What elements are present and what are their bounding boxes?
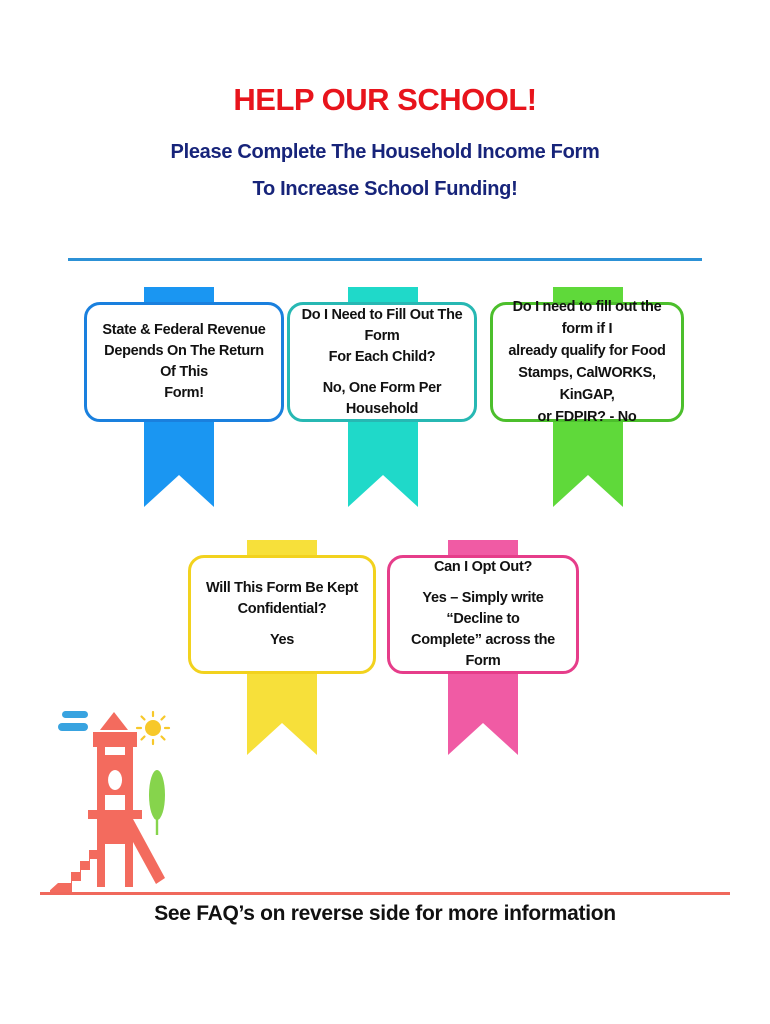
card-line: Will This Form Be Kept [206, 580, 358, 596]
card-line: Stamps, CalWORKS, KinGAP, [518, 365, 656, 403]
slide-tower-icon [50, 712, 165, 892]
subtitle-line-2: To Increase School Funding! [252, 178, 518, 200]
card-line: Form! [164, 385, 204, 401]
card-line: Depends On The Return Of This [104, 343, 264, 380]
card-answer: Yes [269, 632, 295, 648]
bottom-divider [40, 892, 730, 895]
card-line: already qualify for Food [508, 343, 666, 359]
card-line: or FDPIR? - No [537, 409, 637, 425]
card-line: Do I need to fill out the form if I [512, 299, 662, 337]
playground-illustration [50, 710, 171, 892]
info-card-food-stamps: Do I need to fill out the form if I alre… [490, 299, 684, 425]
page-title: HELP OUR SCHOOL! [233, 82, 537, 117]
card-line: Can I Opt Out? [433, 559, 533, 575]
card-line: Confidential? [237, 601, 327, 617]
subtitle-line-1: Please Complete The Household Income For… [170, 141, 600, 163]
card-answer-line: Yes – Simply write “Decline to [422, 590, 544, 627]
sun-icon [135, 710, 171, 746]
footer-note: See FAQ’s on reverse side for more infor… [154, 902, 616, 925]
cloud-icon [58, 711, 88, 731]
info-card-opt-out: Can I Opt Out? Yes – Simply write “Decli… [387, 555, 579, 674]
card-line: State & Federal Revenue [102, 322, 266, 338]
card-answer-line: Complete” across the Form [411, 632, 555, 669]
info-card-revenue: State & Federal Revenue Depends On The R… [84, 302, 284, 422]
tree-icon [149, 770, 165, 835]
top-divider [68, 258, 702, 261]
card-line: For Each Child? [328, 348, 436, 365]
card-line: Do I Need to Fill Out The Form [301, 306, 463, 344]
info-card-each-child: Do I Need to Fill Out The Form For Each … [287, 302, 477, 422]
card-answer: No, One Form Per Household [322, 379, 442, 417]
info-card-confidential: Will This Form Be Kept Confidential? Yes [188, 555, 376, 674]
